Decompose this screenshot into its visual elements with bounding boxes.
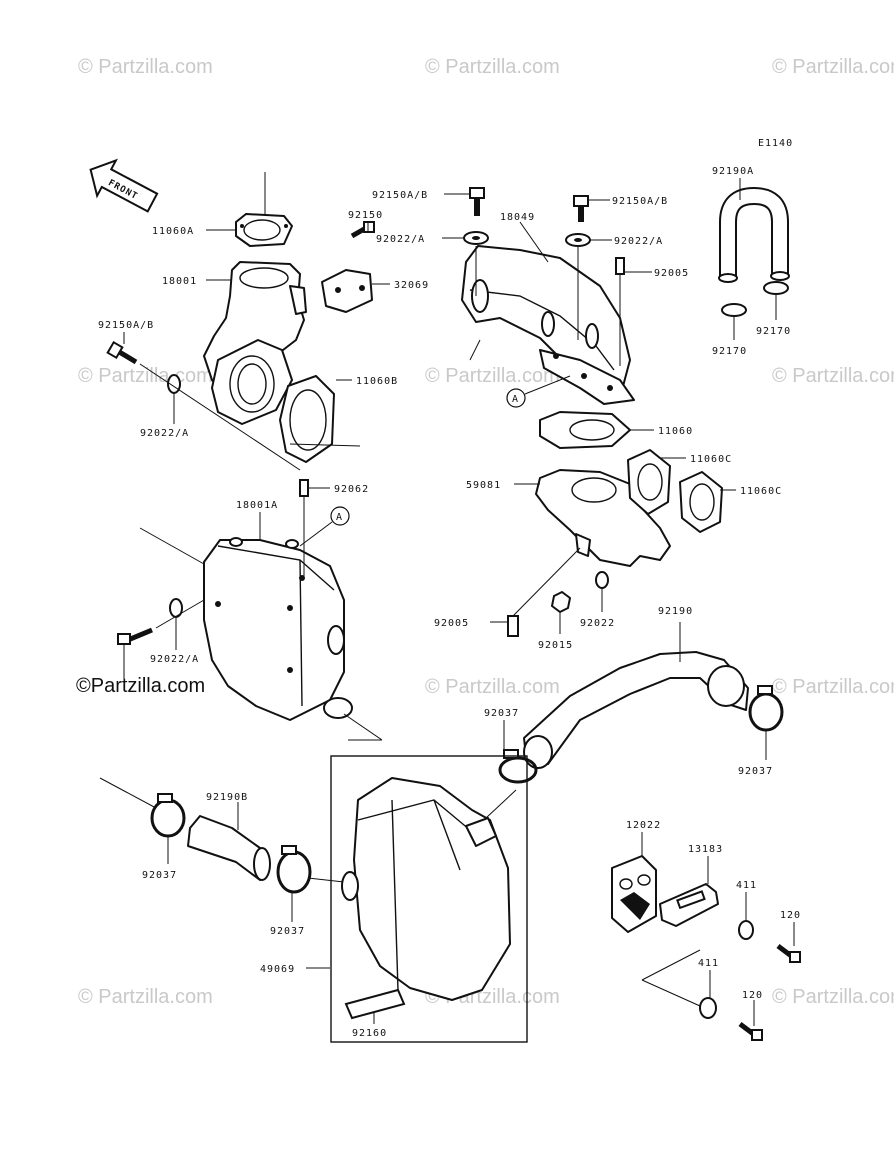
part-label: 92062 <box>334 484 369 495</box>
part-label: 411 <box>736 880 757 891</box>
part-label: 92150A/B <box>372 190 428 201</box>
part-label: 92022/A <box>376 234 425 245</box>
part-label: 11060C <box>690 454 732 465</box>
part-label: 92022/A <box>140 428 189 439</box>
exhaust-pipe-18001 <box>106 172 375 471</box>
watermark: © Partzilla.com <box>772 676 894 698</box>
part-label: 92190A <box>712 166 754 177</box>
part-labels: 11060A 18001 92150 32069 92150A/B 92022/… <box>98 166 801 1039</box>
water-box-18001a <box>117 479 383 741</box>
part-label: 11060C <box>740 486 782 497</box>
hose-92190 <box>498 651 784 784</box>
watermark: © Partzilla.com <box>425 56 560 78</box>
part-label: 18001 <box>162 276 197 287</box>
gasket-11060 <box>539 411 631 449</box>
part-label: 92190B <box>206 792 248 803</box>
part-label: 11060A <box>152 226 194 237</box>
part-label: 92190 <box>658 606 693 617</box>
part-label: 120 <box>780 910 801 921</box>
leader-lines <box>123 178 795 1026</box>
part-label: 18001A <box>236 500 278 511</box>
ref-marker-a: A <box>336 512 343 523</box>
watermark: © Partzilla.com <box>772 986 894 1008</box>
part-label: 92160 <box>352 1028 387 1039</box>
watermark: © Partzilla.com <box>772 365 894 387</box>
watermark: © Partzilla.com <box>772 56 894 78</box>
part-label: 92005 <box>434 618 469 629</box>
part-label: 92022/A <box>614 236 663 247</box>
part-label: 92037 <box>484 708 519 719</box>
watermark: © Partzilla.com <box>78 56 213 78</box>
part-label: 49069 <box>260 964 295 975</box>
part-label: 92037 <box>142 870 177 881</box>
part-label: 92037 <box>738 766 773 777</box>
part-label: 11060B <box>356 376 398 387</box>
part-label: 59081 <box>466 480 501 491</box>
part-label: 12022 <box>626 820 661 831</box>
watermark: © Partzilla.com <box>78 986 213 1008</box>
manifold-18049 <box>461 187 635 405</box>
watermark: © Partzilla.com <box>425 676 560 698</box>
part-label: 92037 <box>270 926 305 937</box>
hose-92190a <box>718 186 790 317</box>
part-label: 120 <box>742 990 763 1001</box>
part-label: 13183 <box>688 844 723 855</box>
part-label: 92170 <box>756 326 791 337</box>
muffler-49069 <box>330 755 528 1043</box>
part-label: 92150A/B <box>98 320 154 331</box>
part-label: 411 <box>698 958 719 969</box>
watermark: © Partzilla.com <box>425 365 560 387</box>
part-label: 18049 <box>500 212 535 223</box>
part-label: 92170 <box>712 346 747 357</box>
part-label: 11060 <box>658 426 693 437</box>
part-label: 92005 <box>654 268 689 279</box>
watermark: © Partzilla.com <box>78 365 213 387</box>
part-label: 92022/A <box>150 654 199 665</box>
part-label: 92015 <box>538 640 573 651</box>
ref-marker-a: A <box>512 394 519 405</box>
part-label: 92150 <box>348 210 383 221</box>
part-label: 92022 <box>580 618 615 629</box>
watermark-dark: ©Partzilla.com <box>76 675 205 697</box>
front-arrow: FRONT <box>89 158 159 213</box>
diagram-code: E1140 <box>758 138 793 149</box>
bracket-parts <box>611 855 801 1041</box>
part-label: 32069 <box>394 280 429 291</box>
exhaust-pipe-59081 <box>507 449 723 637</box>
watermarks: © Partzilla.com © Partzilla.com © Partzi… <box>78 56 894 1008</box>
part-label: 92150A/B <box>612 196 668 207</box>
